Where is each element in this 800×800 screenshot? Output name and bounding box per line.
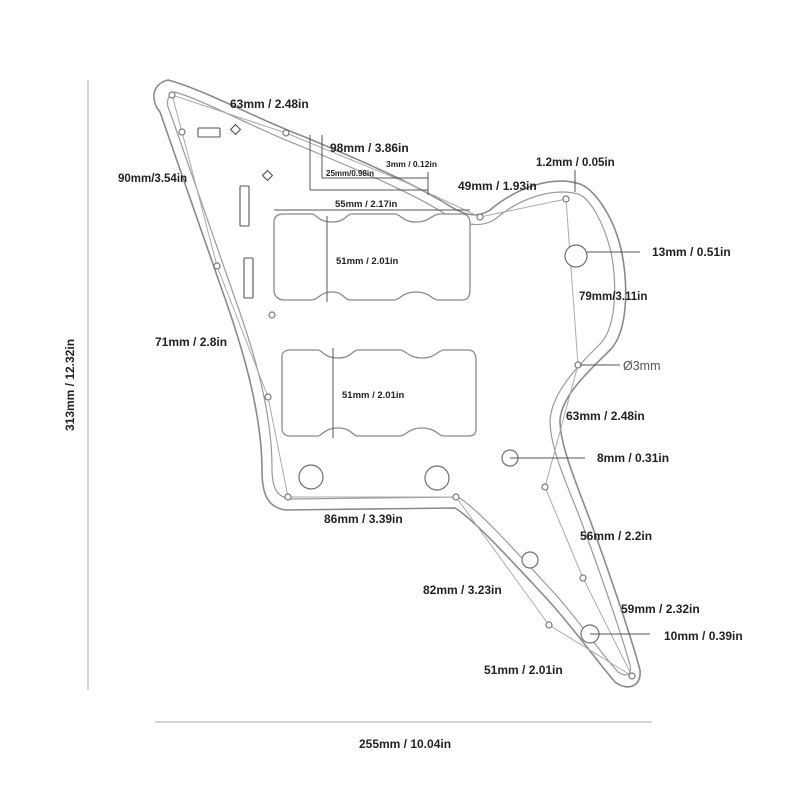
top-right-small-label: 1.2mm / 0.05in xyxy=(536,157,615,169)
screw-holes xyxy=(168,91,636,680)
screw-hole xyxy=(282,129,290,137)
lower-diag-label: 82mm / 3.23in xyxy=(423,583,502,597)
right-bottom-label: 59mm / 2.32in xyxy=(621,602,700,616)
screw-hole xyxy=(452,493,460,501)
top-control-hole-label: 13mm / 0.51in xyxy=(652,245,731,259)
screw-path-left xyxy=(171,94,633,677)
screw-hole xyxy=(628,672,636,680)
small-offset-label: 3mm / 0.12in xyxy=(386,159,437,169)
diamond-hole-1 xyxy=(229,123,242,136)
right-upper-label: 79mm/3.11in xyxy=(579,291,647,303)
left-lower-label: 71mm / 2.8in xyxy=(155,335,227,349)
screw-hole xyxy=(541,483,549,491)
screw-hole xyxy=(284,493,292,501)
inner-offset-label: 25mm/0.98in xyxy=(326,169,374,178)
control-hole-large xyxy=(564,244,588,268)
top-span-label: 98mm / 3.86in xyxy=(330,141,409,155)
bridge-pickup xyxy=(281,349,477,437)
switch-slot-1 xyxy=(239,185,250,227)
right-lower-label: 56mm / 2.2in xyxy=(580,529,652,543)
screw-hole-label: Ø3mm xyxy=(623,359,661,373)
screw-hole xyxy=(178,128,186,136)
screw-hole xyxy=(264,393,272,401)
mid-hole-label: 8mm / 0.31in xyxy=(597,451,669,465)
screw-hole xyxy=(476,213,484,221)
bridge-pickup-height-label: 51mm / 2.01in xyxy=(342,390,405,401)
diamond-hole-2 xyxy=(261,169,274,182)
right-mid-label: 63mm / 2.48in xyxy=(566,409,645,423)
screw-hole xyxy=(268,311,276,319)
neck-pickup xyxy=(273,213,471,301)
switch-slot-2 xyxy=(243,257,254,299)
overall-height-label: 313mm / 12.32in xyxy=(63,339,77,431)
screw-hole xyxy=(562,195,570,203)
bottom-edge-label: 51mm / 2.01in xyxy=(484,663,563,677)
screw-hole xyxy=(213,262,221,270)
screw-hole xyxy=(168,91,176,99)
control-hole-right xyxy=(424,465,450,491)
screw-hole xyxy=(579,574,587,582)
control-hole-lower xyxy=(521,551,539,569)
screw-hole xyxy=(545,621,553,629)
neck-pickup-height-label: 51mm / 2.01in xyxy=(336,256,399,267)
overall-width-label: 255mm / 10.04in xyxy=(359,737,451,751)
control-hole-left xyxy=(298,464,324,490)
screw-path-right xyxy=(544,198,633,677)
pickguard-outline xyxy=(153,79,641,688)
top-left-edge-label: 63mm / 2.48in xyxy=(230,97,309,111)
bottom-left-label: 86mm / 3.39in xyxy=(324,512,403,526)
jack-hole-label: 10mm / 0.39in xyxy=(664,629,743,643)
top-mid-label: 49mm / 1.93in xyxy=(458,179,537,193)
screw-path-top xyxy=(171,94,567,218)
left-upper-label: 90mm/3.54in xyxy=(118,173,187,185)
switch-slot-top xyxy=(197,127,221,138)
pickup-area-width-label: 55mm / 2.17in xyxy=(335,199,398,210)
